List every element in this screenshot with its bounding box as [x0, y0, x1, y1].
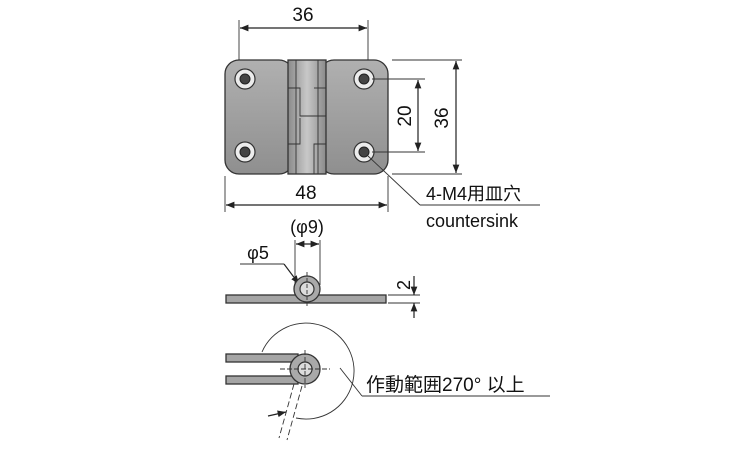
hinge-knuckle	[287, 59, 327, 175]
rotation-leader	[339, 367, 363, 397]
rotation-range-callout: 作動範囲270° 以上	[366, 374, 525, 396]
countersink-hole	[234, 141, 256, 163]
rotated-plate-ghost	[286, 385, 303, 441]
rotation-arc	[261, 322, 355, 420]
callout-countersink-en: countersink	[426, 211, 519, 231]
dim-pin-diameter: φ5	[247, 243, 269, 263]
top-view: 36 20	[224, 5, 540, 231]
countersink-hole	[234, 68, 256, 90]
dim-height-total: 36	[432, 107, 453, 128]
knuckle-joint-line	[313, 143, 326, 174]
rotated-plate-ghost	[278, 383, 295, 439]
dim-height-hole: 20	[395, 105, 416, 126]
rotation-view: 作動範囲270° 以上	[225, 322, 550, 441]
countersink-hole	[353, 68, 375, 90]
dim-width-bottom: 48	[295, 183, 316, 204]
knuckle-joint-line	[288, 87, 326, 117]
dim-thickness: 2	[394, 280, 414, 290]
callout-countersink-jp: 4-M4用皿穴	[426, 184, 521, 204]
knuckle-joint-line	[288, 118, 301, 145]
folded-plate-bottom	[225, 375, 299, 385]
dim-width-top: 36	[292, 5, 313, 26]
dim-outer-diameter: (φ9)	[290, 217, 324, 237]
rotation-limit-arrow	[267, 410, 287, 418]
folded-plate-top	[225, 353, 299, 363]
side-view: (φ9) φ5 2	[225, 217, 420, 318]
callout-leader	[367, 155, 421, 206]
